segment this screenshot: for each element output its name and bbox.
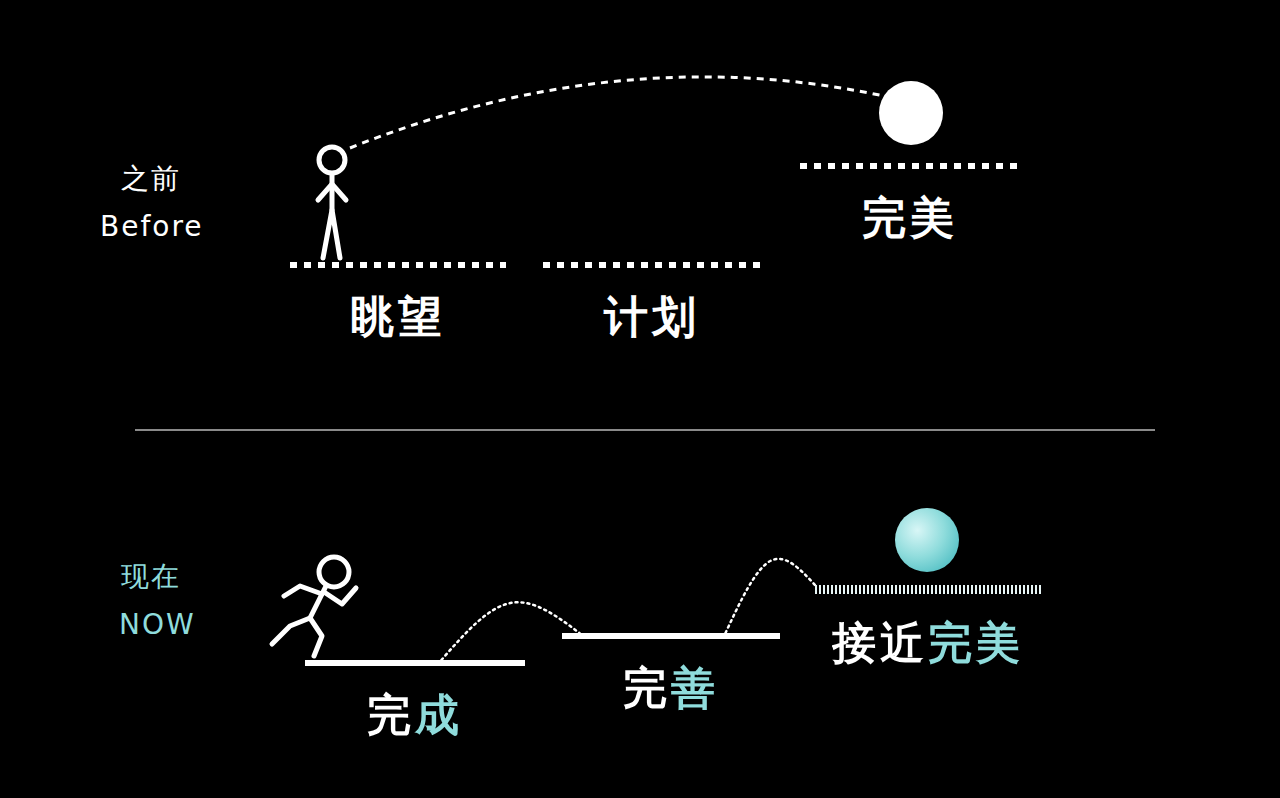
step-platform: 完成 — [305, 660, 525, 741]
step-platform: 计划 — [543, 262, 761, 343]
step-label: 完善 — [623, 663, 719, 714]
goal-ball-teal — [895, 508, 959, 572]
platform-line — [305, 660, 525, 666]
step-label-wrap: 计划 — [543, 292, 761, 343]
platform-line — [543, 262, 761, 268]
step-label-wrap: 完成 — [305, 690, 525, 741]
step-label-wrap: 完美 — [800, 193, 1020, 244]
section-label: Before — [100, 210, 204, 243]
step-label: 眺望 — [350, 292, 446, 343]
step-label: 计划 — [604, 292, 700, 343]
step-label-wrap: 接近完美 — [815, 618, 1041, 669]
step-arc — [441, 602, 579, 660]
goal-ball — [879, 81, 943, 145]
section-label: 之前 — [121, 160, 181, 198]
platform-line — [290, 262, 506, 268]
step-platform: 接近完美 — [815, 585, 1041, 669]
step-platform: 完美 — [800, 163, 1020, 244]
step-label-wrap: 完善 — [562, 663, 780, 714]
section-label: 现在 — [121, 558, 181, 596]
step-arc — [726, 559, 816, 633]
standing-figure — [318, 147, 346, 258]
divider-line — [135, 429, 1155, 431]
step-label: 完美 — [862, 193, 958, 244]
gaze-arc — [350, 77, 884, 148]
running-figure — [272, 557, 356, 656]
platform-line — [800, 163, 1020, 169]
step-label: 接近完美 — [832, 618, 1024, 669]
step-platform: 眺望 — [290, 262, 506, 343]
section-label: NOW — [119, 608, 196, 641]
platform-line — [562, 633, 780, 639]
platform-line — [815, 585, 1041, 594]
step-label: 完成 — [367, 690, 463, 741]
step-platform: 完善 — [562, 633, 780, 714]
step-label-wrap: 眺望 — [290, 292, 506, 343]
